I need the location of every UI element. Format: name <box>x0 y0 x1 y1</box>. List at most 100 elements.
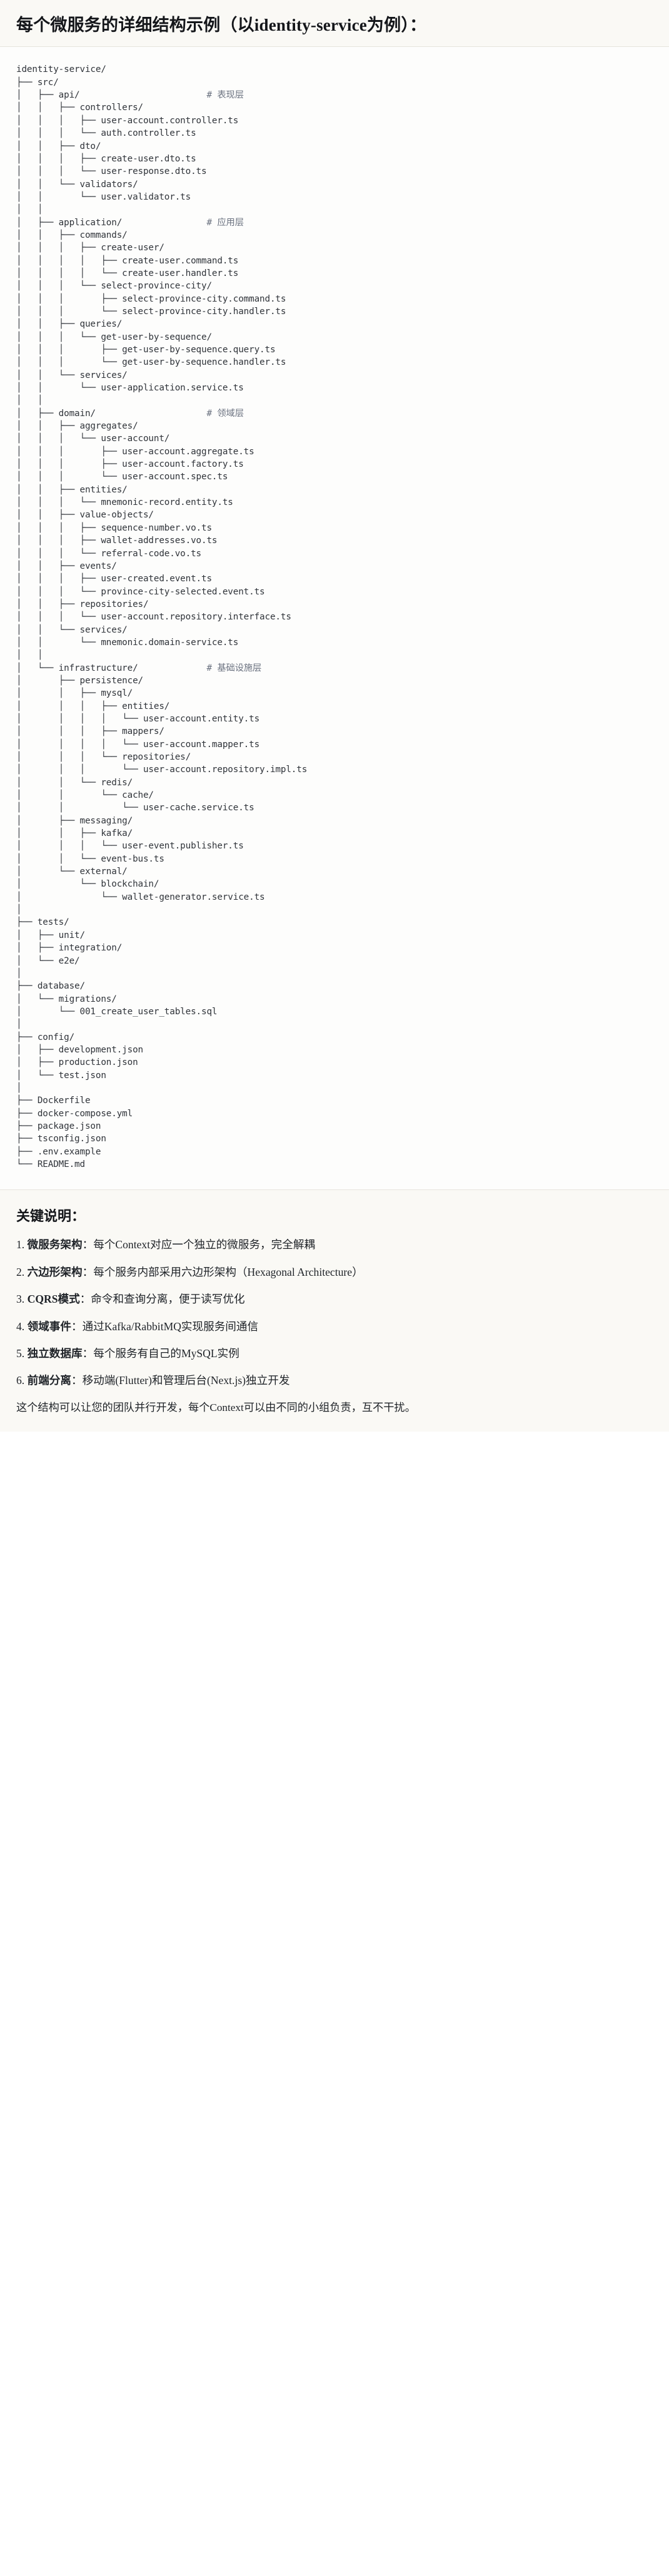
tree-row: │ │ │ ├── user-account.aggregate.ts <box>16 445 653 458</box>
tree-row: │ <box>16 904 653 916</box>
tree-row-path: │ ├── messaging/ <box>16 815 133 826</box>
tree-row-path: ├── .env.example <box>16 1146 101 1157</box>
tree-row: │ │ │ │ └── user-account.mapper.ts <box>16 738 653 751</box>
tree-row-path: │ │ ├── entities/ <box>16 484 128 495</box>
tree-row: ├── .env.example <box>16 1146 653 1158</box>
page-root: 每个微服务的详细结构示例（以identity-service为例）： ident… <box>0 16 669 1432</box>
key-note-number: 1. <box>16 1238 25 1251</box>
tree-row: │ │ │ └── user-response.dto.ts <box>16 165 653 178</box>
tree-row: │ │ └── validators/ <box>16 178 653 191</box>
tree-row: │ ├── persistence/ <box>16 675 653 687</box>
tree-row-path: │ │ ├── value-objects/ <box>16 510 154 521</box>
key-note-item: 1. 微服务架构：每个Context对应一个独立的微服务，完全解耦 <box>16 1236 653 1253</box>
tree-row-path: ├── tests/ <box>16 917 69 928</box>
tree-row: ├── database/ <box>16 980 653 992</box>
tree-row: │ │ │ └── province-city-selected.event.t… <box>16 586 653 598</box>
tree-row: ├── Dockerfile <box>16 1094 653 1107</box>
key-note-separator: ： <box>71 1374 83 1387</box>
tree-row-path: │ │ │ └── user-account.repository.interf… <box>16 612 291 623</box>
key-note-item: 6. 前端分离：移动端(Flutter)和管理后台(Next.js)独立开发 <box>16 1372 653 1388</box>
tree-row: │ │ │ └── repositories/ <box>16 751 653 763</box>
tree-row-gap <box>96 409 207 419</box>
tree-row-path: │ │ │ └── user-account.repository.impl.t… <box>16 765 308 775</box>
tree-row-path: │ └── wallet-generator.service.ts <box>16 892 265 902</box>
tree-row-path: │ │ <box>16 650 43 661</box>
tree-row: │ ├── development.json <box>16 1044 653 1056</box>
tree-row-path: │ <box>16 1019 22 1030</box>
tree-row: identity-service/ <box>16 63 653 76</box>
key-note-description: 移动端(Flutter)和管理后台(Next.js)独立开发 <box>82 1374 290 1387</box>
tree-row: │ │ │ ├── get-user-by-sequence.query.ts <box>16 344 653 356</box>
key-note-description: 每个服务内部采用六边形架构（Hexagonal Architecture） <box>93 1265 363 1278</box>
key-note-separator: ： <box>82 1265 94 1278</box>
tree-row-path: │ │ │ │ ├── create-user.command.ts <box>16 255 239 266</box>
tree-row-path: ├── Dockerfile <box>16 1096 91 1106</box>
tree-row-path: │ │ └── redis/ <box>16 777 133 788</box>
tree-row: │ └── migrations/ <box>16 993 653 1005</box>
tree-row-path: │ │ └── cache/ <box>16 790 154 801</box>
tree-row-comment: # 基础设施层 <box>206 663 262 673</box>
key-note-description: 通过Kafka/RabbitMQ实现服务间通信 <box>82 1320 259 1333</box>
tree-row: │ │ └── redis/ <box>16 776 653 789</box>
tree-row-path: ├── database/ <box>16 981 85 992</box>
tree-row-path: │ ├── domain/ <box>16 408 96 419</box>
key-note-separator: ： <box>82 1347 94 1360</box>
tree-row-path: │ │ │ └── mnemonic-record.entity.ts <box>16 497 233 508</box>
key-note-term: 前端分离 <box>27 1374 71 1387</box>
tree-row: │ │ │ └── user-account.repository.impl.t… <box>16 763 653 776</box>
key-notes-list: 1. 微服务架构：每个Context对应一个独立的微服务，完全解耦 2. 六边形架… <box>16 1236 653 1388</box>
tree-row: │ │ ├── repositories/ <box>16 598 653 611</box>
tree-row: │ └── wallet-generator.service.ts <box>16 891 653 904</box>
key-note-number: 3. <box>16 1293 25 1306</box>
tree-row: ├── src/ <box>16 76 653 89</box>
tree-row: │ <box>16 1018 653 1031</box>
tree-row-path: │ │ └── mnemonic.domain-service.ts <box>16 637 239 648</box>
tree-row-path: │ │ │ │ └── user-account.entity.ts <box>16 713 260 724</box>
tree-row: │ ├── domain/ # 领域层 <box>16 407 653 420</box>
tree-row: │ │ │ ├── user-created.event.ts <box>16 573 653 585</box>
tree-row: │ │ │ └── auth.controller.ts <box>16 127 653 140</box>
tree-row: │ │ ├── controllers/ <box>16 101 653 114</box>
tree-row: └── README.md <box>16 1158 653 1171</box>
tree-row: │ │ │ │ └── create-user.handler.ts <box>16 267 653 280</box>
tree-row-path: │ └── blockchain/ <box>16 879 159 890</box>
tree-row-comment: # 表现层 <box>206 90 244 101</box>
tree-row-path: │ │ │ ├── create-user.dto.ts <box>16 153 196 164</box>
key-note-term: 六边形架构 <box>27 1265 83 1278</box>
tree-row: │ │ │ ├── create-user/ <box>16 242 653 254</box>
tree-row-path: │ │ └── services/ <box>16 370 128 380</box>
tree-row-path: │ ├── application/ <box>16 217 123 228</box>
tree-row: │ │ │ ├── user-account.factory.ts <box>16 458 653 471</box>
tree-row-path: │ <box>16 905 22 915</box>
tree-row-path: │ │ └── user-cache.service.ts <box>16 803 254 813</box>
key-note-number: 2. <box>16 1265 25 1278</box>
tree-row: │ ├── application/ # 应用层 <box>16 216 653 229</box>
tree-row-path: │ │ ├── repositories/ <box>16 599 149 609</box>
tree-row: │ ├── production.json <box>16 1056 653 1069</box>
tree-row-path: │ │ <box>16 395 43 406</box>
tree-row-path: └── README.md <box>16 1159 85 1169</box>
key-note-number: 4. <box>16 1320 25 1333</box>
tree-row: │ │ │ └── user-account.repository.interf… <box>16 611 653 623</box>
tree-row-path: ├── package.json <box>16 1121 101 1131</box>
key-note-item: 4. 领域事件：通过Kafka/RabbitMQ实现服务间通信 <box>16 1318 653 1335</box>
key-note-item: 5. 独立数据库：每个服务有自己的MySQL实例 <box>16 1345 653 1362</box>
tree-row: │ │ │ └── get-user-by-sequence/ <box>16 331 653 344</box>
tree-row: │ │ │ ├── create-user.dto.ts <box>16 153 653 165</box>
tree-row-path: identity-service/ <box>16 64 106 75</box>
tree-row: │ └── infrastructure/ # 基础设施层 <box>16 662 653 675</box>
tree-row-path: │ │ │ └── get-user-by-sequence.handler.t… <box>16 357 286 368</box>
tree-row: │ │ ├── entities/ <box>16 484 653 496</box>
tree-row-path: │ └── 001_create_user_tables.sql <box>16 1006 218 1017</box>
tree-row-path: │ │ ├── aggregates/ <box>16 421 138 432</box>
tree-row-path: │ │ └── user-application.service.ts <box>16 383 244 394</box>
tree-row: │ │ └── user-cache.service.ts <box>16 802 653 814</box>
tree-row-path: │ │ │ ├── mappers/ <box>16 726 164 737</box>
tree-row: │ └── external/ <box>16 865 653 878</box>
tree-row: │ │ │ └── select-province-city/ <box>16 280 653 292</box>
tree-row: │ │ └── user-application.service.ts <box>16 382 653 394</box>
tree-row-path: │ │ │ └── select-province-city.handler.t… <box>16 306 286 317</box>
tree-row-path: │ │ ├── kafka/ <box>16 828 133 839</box>
key-note-term: 微服务架构 <box>27 1238 83 1251</box>
